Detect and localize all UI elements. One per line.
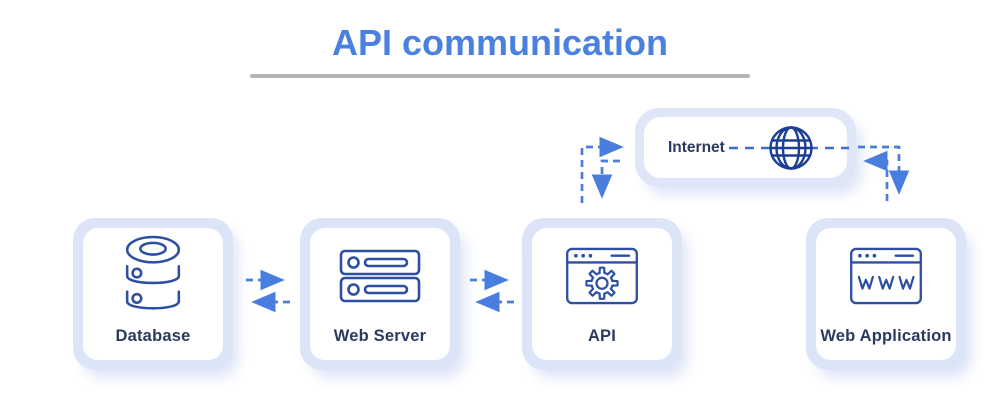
api-label: API (587, 327, 617, 345)
database-icon (83, 234, 223, 318)
web-application-node: Web Application (806, 218, 966, 370)
globe-icon (725, 123, 853, 173)
internet-node: Internet (635, 108, 856, 187)
web-server-label: Web Server (333, 327, 427, 345)
arrow-web-application-to-internet (863, 150, 889, 201)
browser-www-icon (816, 234, 956, 318)
page-title: API communication (331, 22, 669, 63)
database-node: Database (73, 218, 233, 370)
api-node: API (522, 218, 682, 370)
web-server-node: Web Server (300, 218, 460, 370)
web-application-label: Web Application (820, 327, 952, 345)
database-label: Database (115, 327, 191, 345)
web-server-node-inner: Web Server (310, 228, 450, 360)
api-node-inner: API (532, 228, 672, 360)
internet-label: Internet (668, 138, 725, 156)
server-rack-icon (310, 234, 450, 318)
internet-node-inner: Internet (644, 117, 849, 178)
arrow-internet-to-web-application (858, 145, 910, 195)
title-underline (250, 74, 750, 78)
web-application-node-inner: Web Application (816, 228, 956, 360)
browser-gear-icon (532, 234, 672, 318)
arrow-internet-to-api (591, 159, 620, 199)
database-node-inner: Database (83, 228, 223, 360)
arrow-api-to-internet (580, 136, 624, 203)
